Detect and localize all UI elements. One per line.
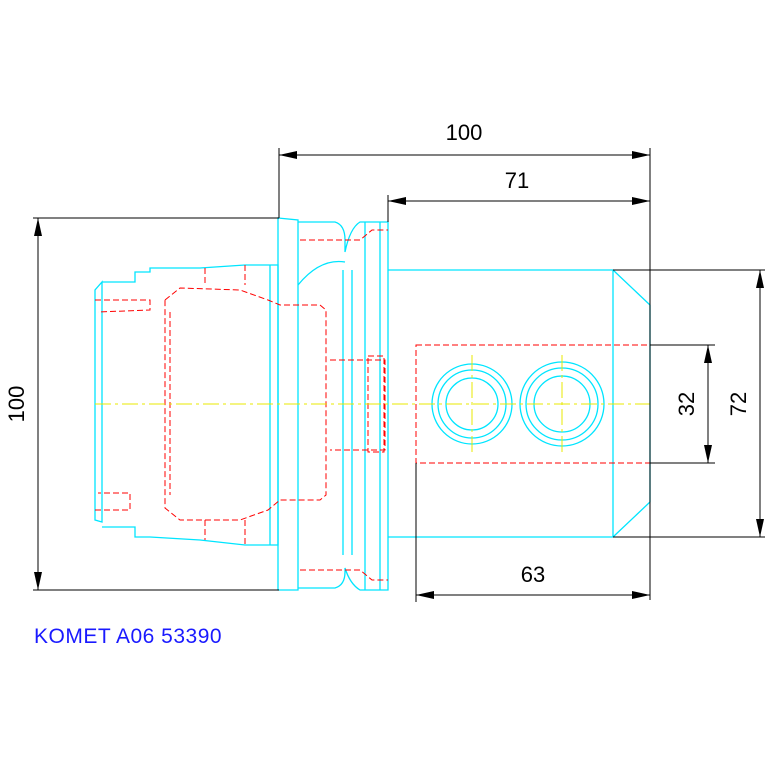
dim-bore-length: 63 [521, 562, 545, 587]
center-lines [95, 355, 650, 453]
dim-overall-length: 100 [446, 120, 483, 145]
dim-body-height: 72 [726, 392, 751, 416]
dim-flange-height: 100 [4, 386, 29, 423]
dim-head-length: 71 [505, 168, 529, 193]
hidden-lines [95, 229, 651, 581]
dim-bore-height: 32 [674, 392, 699, 416]
part-number-caption: KOMET A06 53390 [34, 625, 222, 648]
dimension-lines [33, 148, 765, 602]
